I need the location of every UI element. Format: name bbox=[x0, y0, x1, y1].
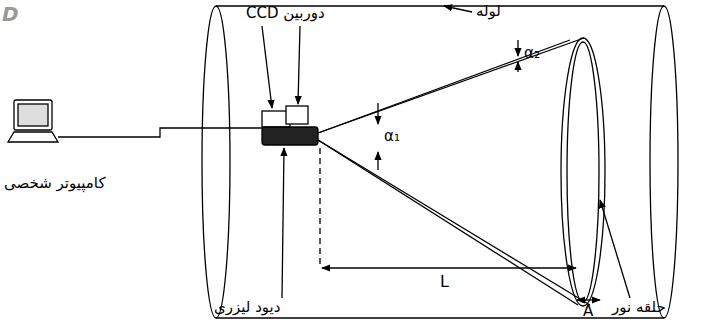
dimension-line bbox=[577, 299, 600, 300]
dimension-label: L bbox=[440, 272, 449, 291]
leader-line bbox=[600, 200, 630, 298]
leader-line bbox=[282, 148, 284, 298]
dimension-label: A bbox=[583, 302, 593, 320]
part-label: دوربین CCD bbox=[246, 4, 325, 22]
angle-arrow bbox=[517, 62, 518, 72]
angle-arrow bbox=[377, 152, 378, 170]
angle-label: α₁ bbox=[384, 127, 400, 145]
cone-line bbox=[318, 140, 578, 305]
light-ring bbox=[561, 38, 605, 306]
angle-label: α₂ bbox=[524, 44, 540, 62]
figure-letter: D bbox=[2, 2, 19, 26]
pipe-right-end bbox=[650, 6, 678, 318]
laptop-base bbox=[8, 132, 58, 142]
light-ring-inner bbox=[567, 42, 599, 302]
ccd-camera bbox=[286, 106, 308, 124]
laser-diode bbox=[262, 127, 318, 145]
angle-arrow bbox=[377, 103, 378, 124]
part-label: حلقه نور bbox=[612, 298, 666, 316]
part-label: کامپیوتر شخصی bbox=[4, 174, 106, 192]
cable bbox=[58, 128, 262, 137]
part-label: دیود لیزری bbox=[214, 298, 280, 316]
cone-line bbox=[318, 38, 584, 133]
dimension-extension bbox=[319, 148, 320, 268]
cone-line bbox=[318, 140, 590, 305]
pipe-left-end bbox=[202, 6, 230, 318]
pipe-bottom bbox=[216, 317, 664, 318]
laptop-screen bbox=[14, 100, 52, 130]
leader-line bbox=[444, 6, 472, 12]
angle-arrow bbox=[517, 40, 518, 56]
part-label: لوله bbox=[476, 2, 501, 20]
leader-line bbox=[298, 26, 300, 104]
laptop-display bbox=[18, 104, 48, 126]
dimension-line bbox=[322, 267, 576, 268]
leader-line bbox=[262, 26, 272, 108]
